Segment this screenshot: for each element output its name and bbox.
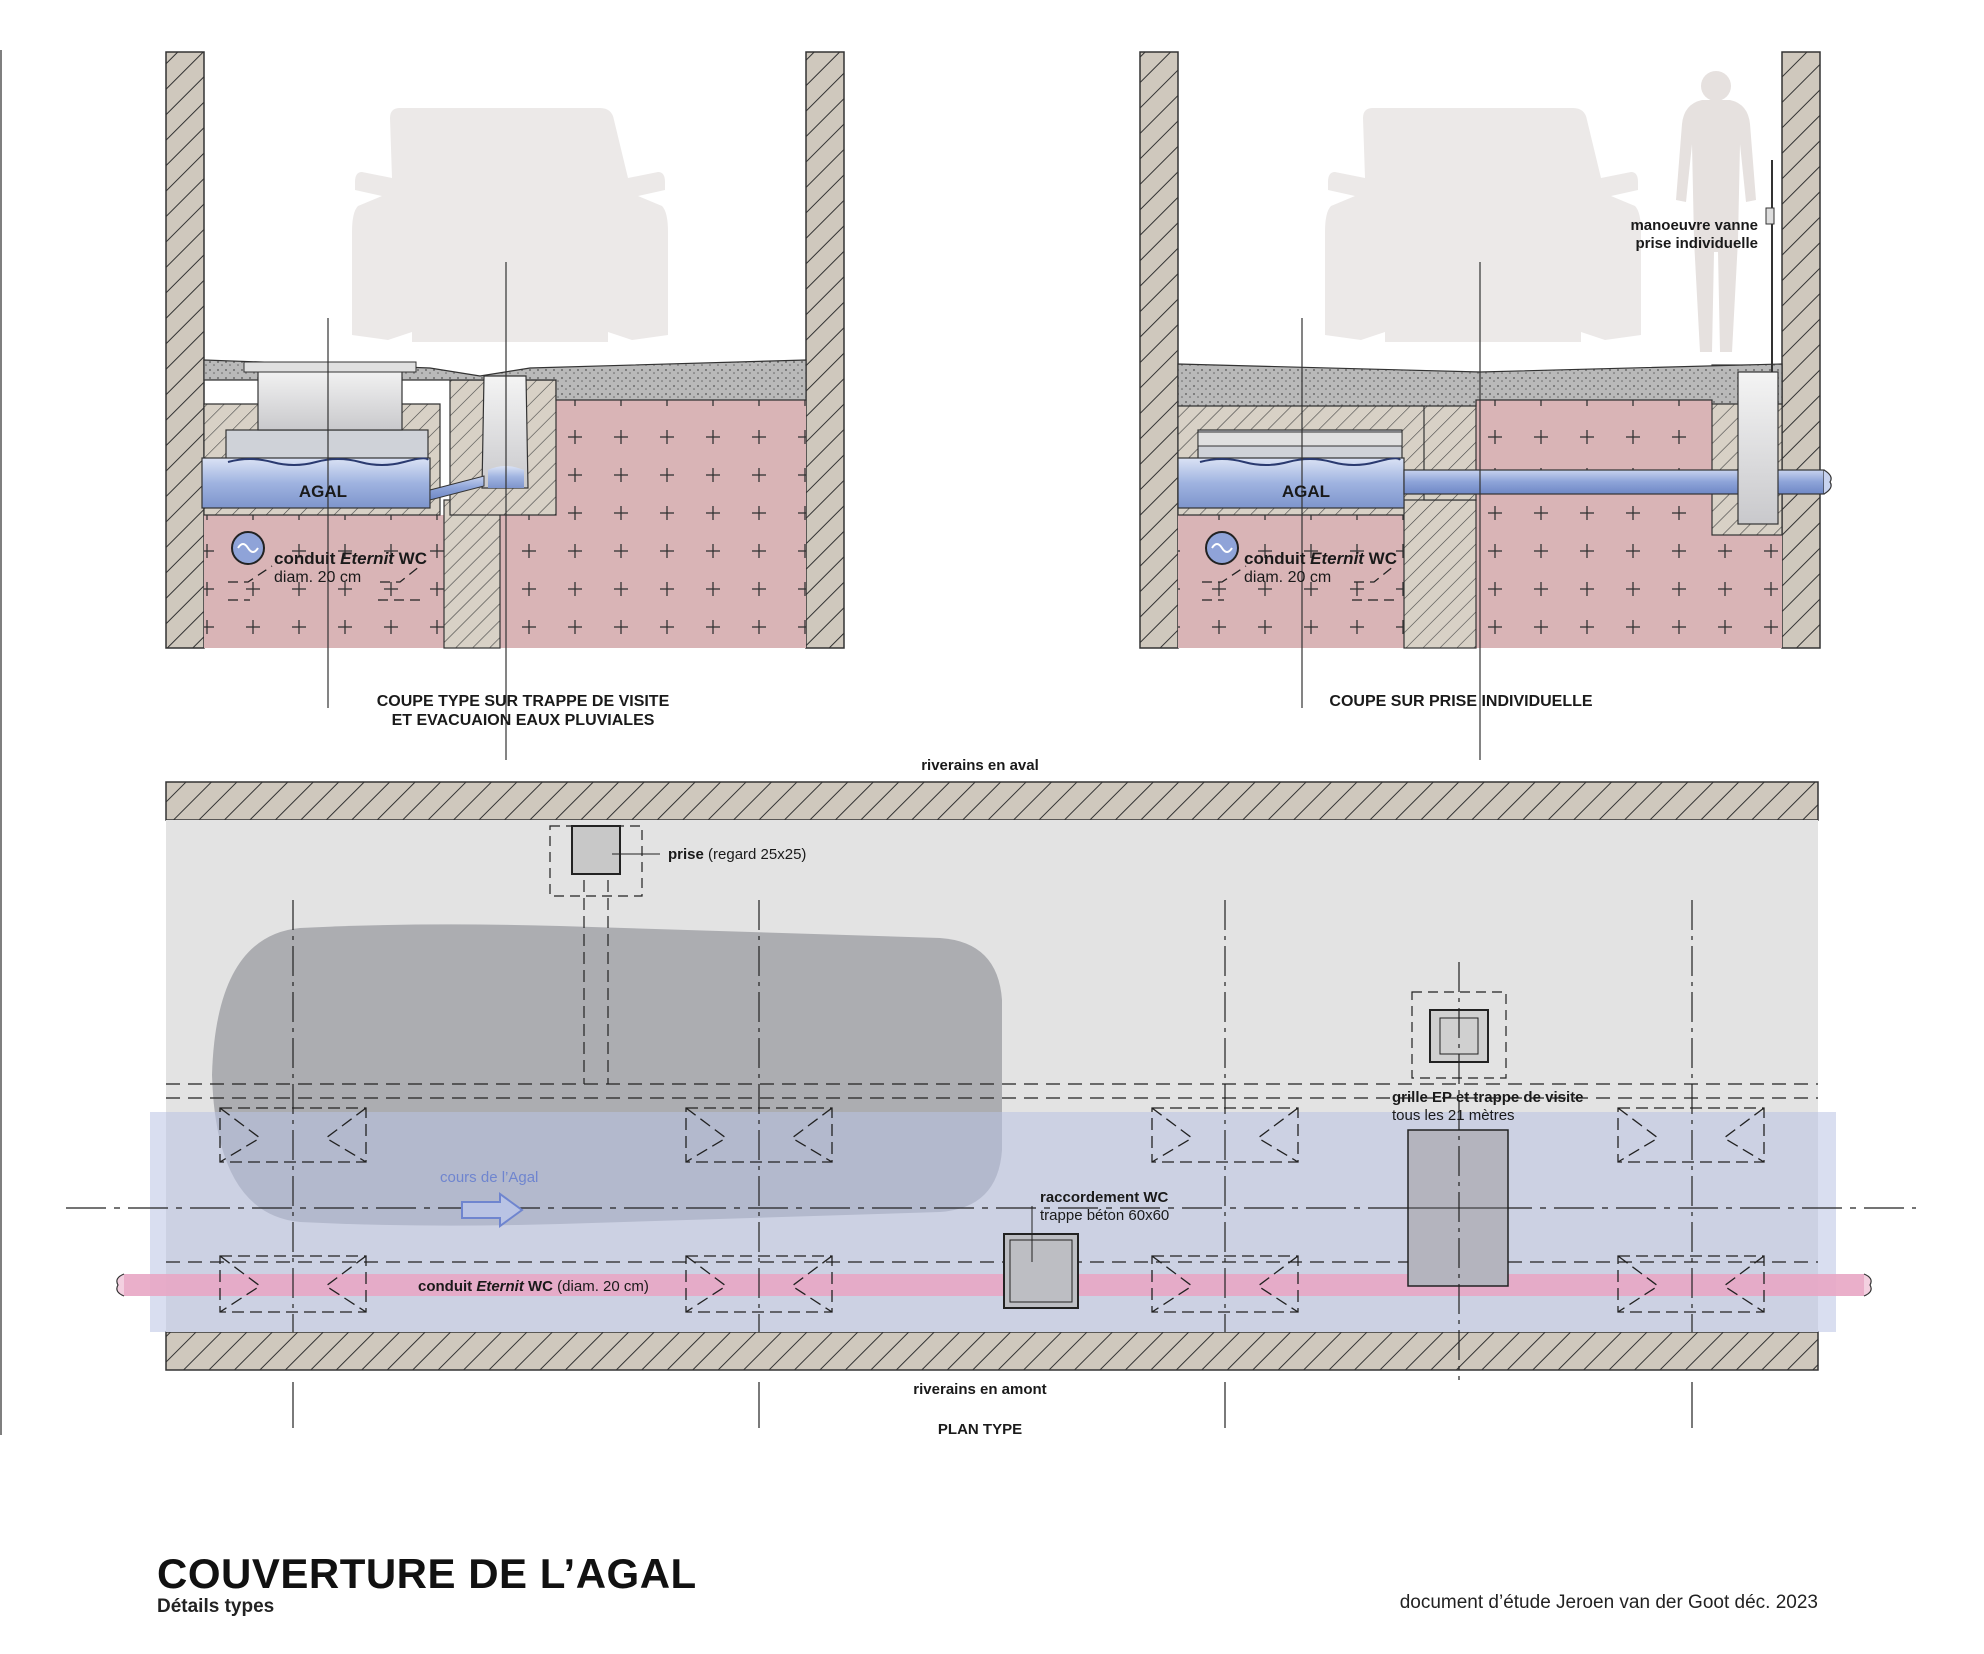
section-1-trappe-de-visite: AGAL conduit Eternit WC diam. 20 cm COUP… (165, 51, 845, 760)
agal-channel-water (201, 457, 431, 509)
valve-label-line1: manoeuvre vanne (1630, 217, 1758, 234)
grille-label-line1: grille EP et trappe de visite (1392, 1089, 1583, 1106)
car-silhouette (352, 108, 668, 342)
wall-right (805, 51, 845, 649)
pipe-diameter-1: diam. 20 cm (274, 569, 361, 586)
plan-prise-regard (549, 825, 660, 1084)
plan-type: riverains en aval (66, 757, 1916, 1438)
plan-raccordement-wc (1003, 1206, 1079, 1309)
plan-wall-bottom (165, 1331, 1819, 1371)
agal-flow-band (150, 1112, 1836, 1332)
pipe-label-1: conduit Eternit WC (274, 549, 427, 568)
drain-shaft (481, 375, 529, 489)
wall-right (1781, 51, 1821, 649)
plan-top-side-label: riverains en aval (921, 757, 1039, 774)
section-2-prise-individuelle: AGAL conduit Eternit WC diam. 20 cm mano… (1139, 51, 1832, 760)
section-1-title-line1: COUPE TYPE SUR TRAPPE DE VISITE (377, 693, 670, 710)
agal-label-1: AGAL (299, 482, 347, 501)
raccord-label-line1: raccordement WC (1040, 1189, 1169, 1206)
title-block: COUVERTURE DE L’AGAL Détails types (157, 1552, 697, 1618)
trappe-de-visite (257, 367, 403, 431)
valve-chamber (1737, 371, 1779, 525)
drawing-subtitle: Détails types (157, 1596, 275, 1617)
drawing-title: COUVERTURE DE L’AGAL (157, 1550, 697, 1597)
person-silhouette (1676, 71, 1756, 352)
pipe-diameter-2: diam. 20 cm (1244, 569, 1331, 586)
pipe-cross-section-icon (231, 531, 265, 565)
flow-arrow-icon (461, 1192, 524, 1228)
raccord-label-line2: trappe béton 60x60 (1040, 1207, 1169, 1224)
section-2-title: COUPE SUR PRISE INDIVIDUELLE (1329, 693, 1592, 710)
wall-left (165, 51, 205, 649)
section-1-title-line2: ET EVACUAION EAUX PLUVIALES (392, 712, 655, 729)
pipe-cross-section-icon (1205, 531, 1239, 565)
author-credit: document d’étude Jeroen van der Goot déc… (1399, 1592, 1818, 1613)
flow-label: cours de l’Agal (440, 1169, 538, 1186)
plan-eternit-pipe (124, 1274, 1864, 1296)
grille-label-line2: tous les 21 mètres (1392, 1107, 1515, 1124)
plan-grille-ep-trappe (1407, 962, 1509, 1380)
pipe-label-2: conduit Eternit WC (1244, 549, 1397, 568)
agal-label-2: AGAL (1282, 482, 1330, 501)
wall-left (1139, 51, 1179, 649)
plan-pipe-label: conduit Eternit WC (diam. 20 cm) (418, 1278, 649, 1295)
prise-label: prise (regard 25x25) (668, 846, 806, 863)
plan-wall-top (165, 781, 1819, 821)
car-silhouette (1325, 108, 1641, 342)
valve-label-line2: prise individuelle (1635, 235, 1758, 252)
agal-channel-water (1177, 457, 1405, 509)
plan-title: PLAN TYPE (938, 1421, 1022, 1438)
plan-grilles (219, 1107, 1765, 1313)
plan-bottom-side-label: riverains en amont (913, 1381, 1046, 1398)
